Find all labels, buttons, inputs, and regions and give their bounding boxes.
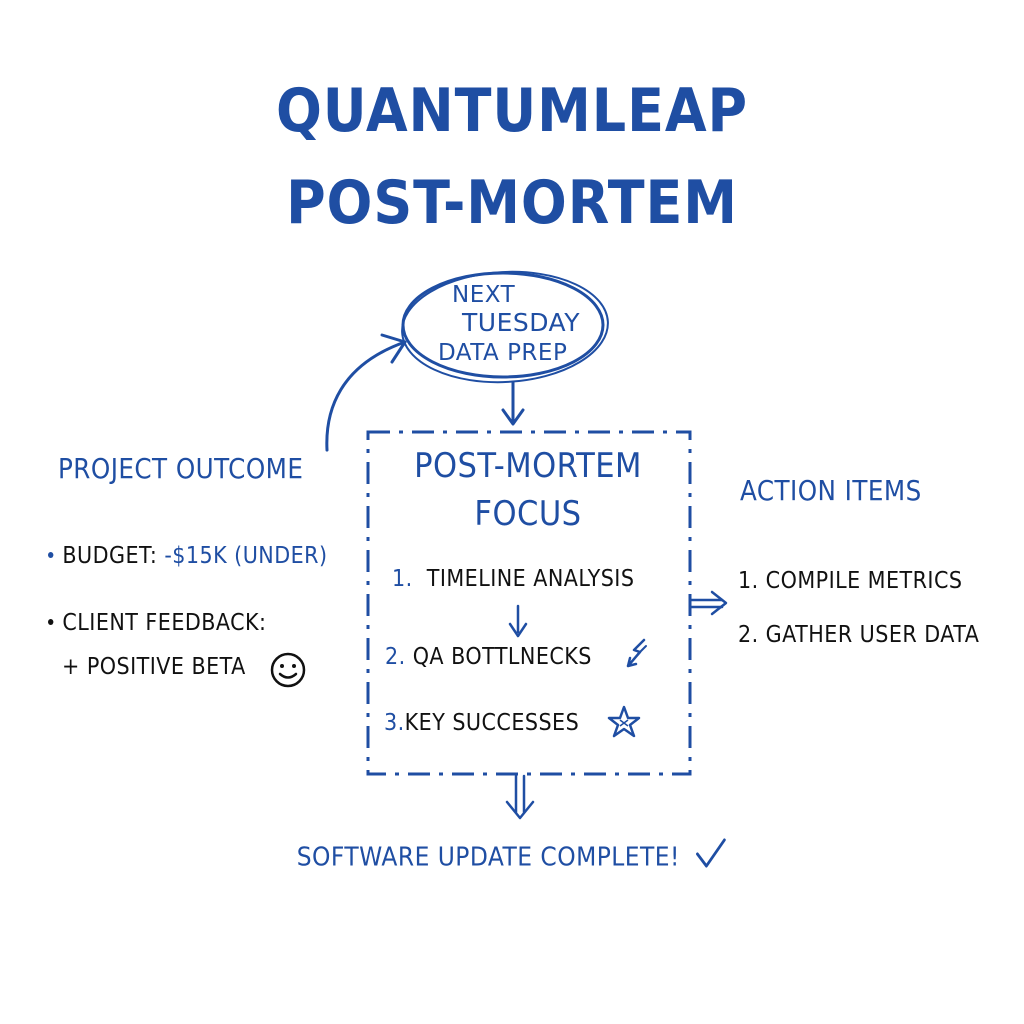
checkmark-icon <box>696 838 726 868</box>
feedback-value: + POSITIVE BETA <box>62 654 246 680</box>
outcome-to-oval-arrow <box>325 340 407 452</box>
focus-item-2: 2. QA BOTTLNECKS <box>385 644 592 670</box>
oval-to-box-arrowhead <box>501 408 525 426</box>
outcome-heading: PROJECT OUTCOME <box>58 452 304 485</box>
focus-item-2-text: QA BOTTLNECKS <box>412 644 592 670</box>
focus-title-line-1: POST-MORTEM <box>414 446 642 486</box>
box-to-footer-arrowhead <box>505 800 535 820</box>
star-icon <box>607 705 641 738</box>
lightning-icon <box>626 638 647 668</box>
feedback-bullet <box>48 618 54 625</box>
focus-item-1-text: TIMELINE ANALYSIS <box>426 566 635 592</box>
focus-title-line-2: FOCUS <box>474 494 582 534</box>
smiley-icon <box>270 652 306 688</box>
action-item-1: 1. COMPILE METRICS <box>738 568 963 594</box>
footer-text: SOFTWARE UPDATE COMPLETE! <box>296 842 680 873</box>
box-to-actions-arrowhead <box>710 590 728 616</box>
focus-item-1-num: 1. <box>392 566 413 592</box>
feedback-line: CLIENT FEEDBACK: <box>48 610 266 636</box>
focus-item-3: 3.KEY SUCCESSES <box>384 710 579 736</box>
action-item-2: 2. GATHER USER DATA <box>738 622 980 648</box>
next-step-oval-outline <box>401 270 609 384</box>
footer-status: SOFTWARE UPDATE COMPLETE! <box>51 838 973 874</box>
budget-value: -$15K (UNDER) <box>164 543 328 569</box>
budget-label: BUDGET: <box>62 543 158 569</box>
title-line-2: POST-MORTEM <box>286 168 738 238</box>
outcome-to-oval-arrowhead <box>380 333 407 364</box>
focus-box <box>366 430 692 776</box>
oval-line-2: TUESDAY <box>462 308 580 337</box>
oval-line-1: NEXT <box>452 282 516 308</box>
focus-item-3-text: KEY SUCCESSES <box>404 710 580 736</box>
actions-heading: ACTION ITEMS <box>740 474 922 507</box>
focus-item-1: 1. TIMELINE ANALYSIS <box>392 566 634 592</box>
focus-item-3-num: 3. <box>384 710 405 736</box>
budget-line: BUDGET: -$15K (UNDER) <box>48 543 328 569</box>
feedback-label: CLIENT FEEDBACK: <box>62 610 267 636</box>
oval-line-3: DATA PREP <box>438 340 568 366</box>
item1-to-item2-arrowhead <box>508 622 528 638</box>
budget-bullet <box>48 551 54 558</box>
title-line-1: QUANTUMLEAP <box>275 76 749 146</box>
focus-item-2-num: 2. <box>385 644 406 670</box>
